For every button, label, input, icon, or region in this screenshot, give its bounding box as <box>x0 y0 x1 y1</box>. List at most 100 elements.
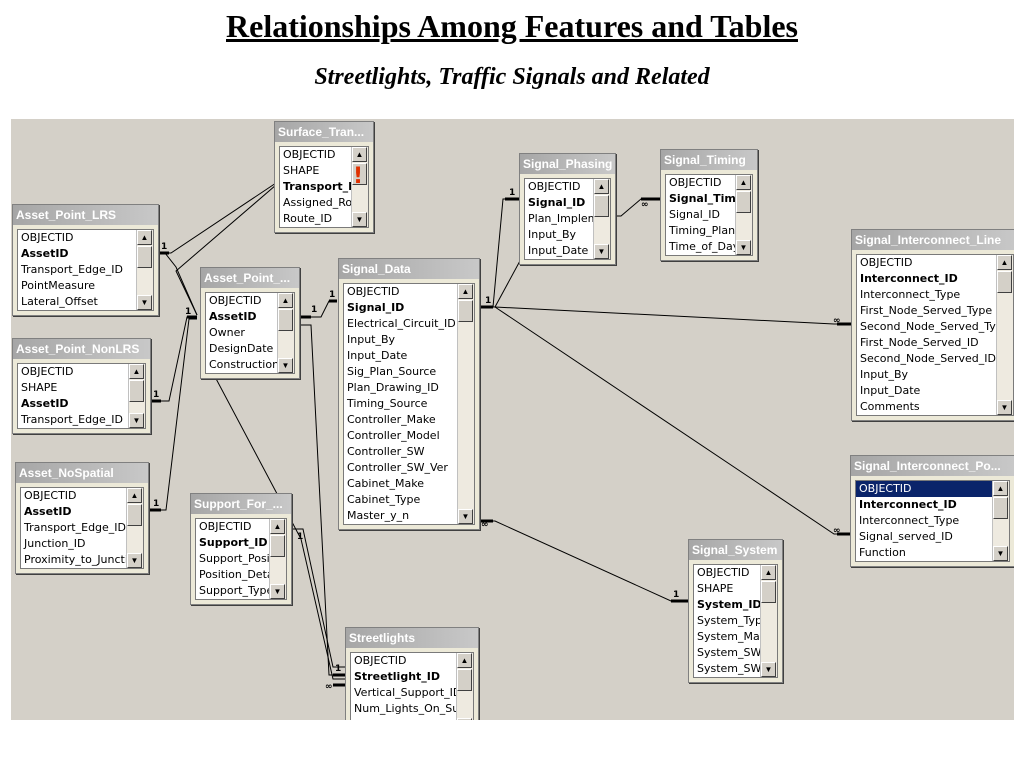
field-item[interactable]: Vertical_Support_ID <box>354 686 456 699</box>
scroll-down-icon[interactable]: ▼ <box>278 358 293 373</box>
vertical-scrollbar[interactable]: ▲▼ <box>126 488 143 568</box>
field-list[interactable]: OBJECTIDSignal_IDPlan_ImplementedInput_B… <box>524 178 611 260</box>
field-item[interactable]: OBJECTID <box>856 481 992 497</box>
field-item[interactable]: Controller_Make <box>347 413 436 426</box>
field-item[interactable]: Function <box>859 546 906 559</box>
vertical-scrollbar[interactable]: ▲▼ <box>351 147 368 227</box>
field-item[interactable]: Time_of_Day_Start <box>669 240 735 253</box>
field-item[interactable]: Streetlight_ID <box>354 670 441 683</box>
vertical-scrollbar[interactable]: ▲▼ <box>457 284 474 524</box>
field-item[interactable]: DesignDate <box>209 342 274 355</box>
scroll-down-icon[interactable]: ▼ <box>993 546 1008 561</box>
field-item[interactable]: Signal_ID <box>669 208 721 221</box>
scroll-down-icon[interactable]: ▼ <box>594 244 609 259</box>
field-item[interactable]: OBJECTID <box>354 654 407 667</box>
scroll-down-icon[interactable]: ▼ <box>761 662 776 677</box>
table-title[interactable]: Asset_Point_... <box>201 268 299 288</box>
field-item[interactable]: System_Make <box>697 630 760 643</box>
field-list[interactable]: OBJECTIDSupport_IDSupport_PositionPositi… <box>195 518 287 600</box>
scroll-thumb[interactable] <box>997 271 1012 293</box>
table-title[interactable]: Signal_Phasing <box>520 154 615 174</box>
scroll-thumb[interactable] <box>278 309 293 331</box>
field-item[interactable]: OBJECTID <box>21 365 74 378</box>
scroll-up-icon[interactable]: ▲ <box>278 293 293 308</box>
field-list[interactable]: OBJECTIDSHAPETransport_Edge_IDAssigned_R… <box>279 146 369 228</box>
field-item[interactable]: OBJECTID <box>669 176 722 189</box>
field-item[interactable]: SHAPE <box>21 381 58 394</box>
scroll-thumb[interactable] <box>993 497 1008 519</box>
scroll-up-icon[interactable]: ▲ <box>761 565 776 580</box>
field-item[interactable]: Controller_Model <box>347 429 440 442</box>
table-title[interactable]: Streetlights <box>346 628 478 648</box>
scroll-thumb[interactable] <box>137 246 152 268</box>
field-item[interactable]: First_Node_Served_ID <box>860 336 979 349</box>
field-item[interactable]: Cabinet_Type <box>347 493 421 506</box>
scroll-up-icon[interactable]: ▲ <box>352 147 367 162</box>
field-item[interactable]: AssetID <box>209 310 257 323</box>
field-item[interactable]: System_Type <box>697 614 760 627</box>
field-item[interactable]: Lateral_Offset <box>21 295 98 308</box>
field-item[interactable]: Comments <box>860 400 920 413</box>
field-item[interactable]: Input_Date <box>528 244 589 257</box>
scroll-up-icon[interactable]: ▲ <box>129 364 144 379</box>
field-item[interactable]: OBJECTID <box>21 231 74 244</box>
field-item[interactable]: Second_Node_Served_Type <box>860 320 996 333</box>
scroll-up-icon[interactable]: ▲ <box>137 230 152 245</box>
field-item[interactable]: OBJECTID <box>209 294 262 307</box>
scroll-thumb[interactable] <box>127 504 142 526</box>
field-item[interactable]: Support_Position <box>199 552 269 565</box>
vertical-scrollbar[interactable]: ▲▼ <box>760 565 777 677</box>
field-item[interactable]: AssetID <box>24 505 72 518</box>
field-item[interactable]: ConstructionDate <box>209 358 277 371</box>
table-title[interactable]: Signal_Data <box>339 259 479 279</box>
vertical-scrollbar[interactable]: ▲▼ <box>593 179 610 259</box>
scroll-thumb[interactable] <box>736 191 751 213</box>
field-item[interactable]: System_ID <box>697 598 760 611</box>
table-title[interactable]: Asset_NoSpatial <box>16 463 148 483</box>
field-item[interactable]: Second_Node_Served_ID <box>860 352 996 365</box>
table-title[interactable]: Signal_Interconnect_Po... <box>851 456 1014 476</box>
field-item[interactable]: OBJECTID <box>528 180 581 193</box>
field-item[interactable]: Plan_Drawing_ID <box>347 381 439 394</box>
vertical-scrollbar[interactable]: ▲▼ <box>992 481 1009 561</box>
vertical-scrollbar[interactable]: ▲▼ <box>269 519 286 599</box>
field-item[interactable]: Num_Lights_On_Support <box>354 702 456 715</box>
field-item[interactable]: OBJECTID <box>697 566 750 579</box>
field-item[interactable]: Route_ID <box>283 212 333 225</box>
field-item[interactable]: Junction_ID <box>24 537 86 550</box>
table-signal-timing[interactable]: Signal_TimingOBJECTIDSignal_Timing_IDSig… <box>660 149 758 261</box>
field-item[interactable]: Proximity_to_Junction <box>24 553 126 566</box>
vertical-scrollbar[interactable]: ▲▼ <box>735 175 752 255</box>
field-item[interactable]: Input_By <box>347 333 396 346</box>
scroll-thumb[interactable] <box>129 380 144 402</box>
field-item[interactable]: OBJECTID <box>24 489 77 502</box>
scroll-thumb[interactable] <box>761 581 776 603</box>
scroll-up-icon[interactable]: ▲ <box>736 175 751 190</box>
field-item[interactable]: Timing_Plan_Type <box>669 224 735 237</box>
vertical-scrollbar[interactable]: ▲▼ <box>277 293 294 373</box>
field-item[interactable]: Owner <box>209 326 245 339</box>
scroll-down-icon[interactable]: ▼ <box>129 413 144 428</box>
table-title[interactable]: Support_For_... <box>191 494 291 514</box>
field-item[interactable]: Position_Detail <box>199 568 269 581</box>
table-title[interactable]: Surface_Tran... <box>275 122 373 142</box>
field-item[interactable]: System_SW_Ver <box>697 662 760 675</box>
field-item[interactable]: Timing_Source <box>347 397 428 410</box>
field-item[interactable]: OBJECTID <box>199 520 252 533</box>
field-item[interactable]: Input_By <box>528 228 577 241</box>
vertical-scrollbar[interactable]: ▲▼ <box>996 255 1013 415</box>
field-item[interactable]: Controller_SW_Ver <box>347 461 448 474</box>
table-title[interactable]: Signal_Interconnect_Line <box>852 230 1014 250</box>
scroll-thumb[interactable] <box>270 535 285 557</box>
